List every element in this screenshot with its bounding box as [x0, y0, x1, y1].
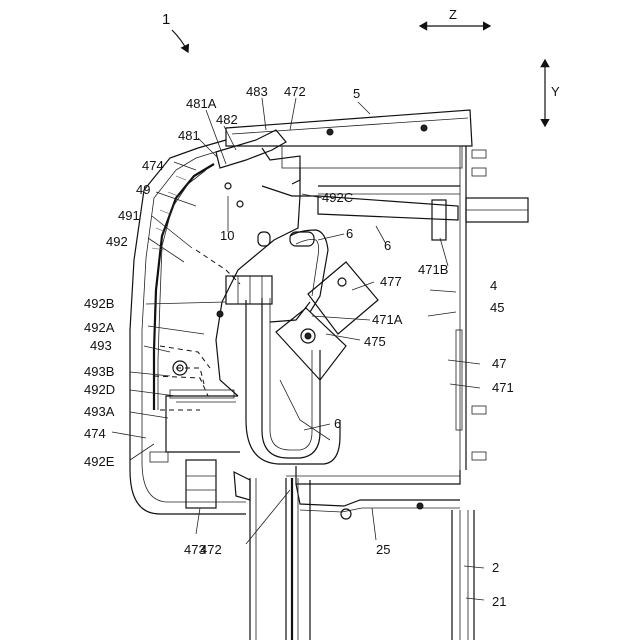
- label-10: 10: [220, 228, 234, 243]
- bottom-section: [150, 452, 460, 519]
- label-6-b: 6: [384, 238, 391, 253]
- label-493A: 493A: [84, 404, 115, 419]
- label-2: 2: [492, 560, 499, 575]
- label-493: 493: [90, 338, 112, 353]
- label-6-c: 6: [334, 416, 341, 431]
- figure-ref-label: 1: [162, 11, 170, 28]
- label-475: 475: [364, 334, 386, 349]
- label-491: 491: [118, 208, 140, 223]
- label-45: 45: [490, 300, 504, 315]
- label-4: 4: [490, 278, 497, 293]
- label-472-low: 472: [200, 542, 222, 557]
- label-471: 471: [492, 380, 514, 395]
- label-492A: 492A: [84, 320, 115, 335]
- label-493B: 493B: [84, 364, 114, 379]
- label-492C: 492C: [322, 190, 353, 205]
- label-21: 21: [492, 594, 506, 609]
- axis-z-label: Z: [449, 7, 457, 22]
- label-49: 49: [136, 182, 150, 197]
- label-492B: 492B: [84, 296, 114, 311]
- label-482: 482: [216, 112, 238, 127]
- label-481: 481: [178, 128, 200, 143]
- label-471A: 471A: [372, 312, 403, 327]
- label-492: 492: [106, 234, 128, 249]
- label-5: 5: [353, 86, 360, 101]
- label-481A: 481A: [186, 96, 217, 111]
- label-483: 483: [246, 84, 268, 99]
- label-474-top: 474: [142, 158, 164, 173]
- label-492E: 492E: [84, 454, 115, 469]
- vertical-members: [250, 478, 474, 640]
- right-connectors: [432, 150, 528, 460]
- label-477: 477: [380, 274, 402, 289]
- figure-ref-arrow: [172, 30, 188, 52]
- label-471B: 471B: [418, 262, 448, 277]
- label-25: 25: [376, 542, 390, 557]
- label-492D: 492D: [84, 382, 115, 397]
- label-6-a: 6: [346, 226, 353, 241]
- label-472-top: 472: [284, 84, 306, 99]
- bracket-477: [270, 262, 378, 440]
- label-474-low: 474: [84, 426, 106, 441]
- label-47: 47: [492, 356, 506, 371]
- axis-y-label: Y: [551, 84, 560, 99]
